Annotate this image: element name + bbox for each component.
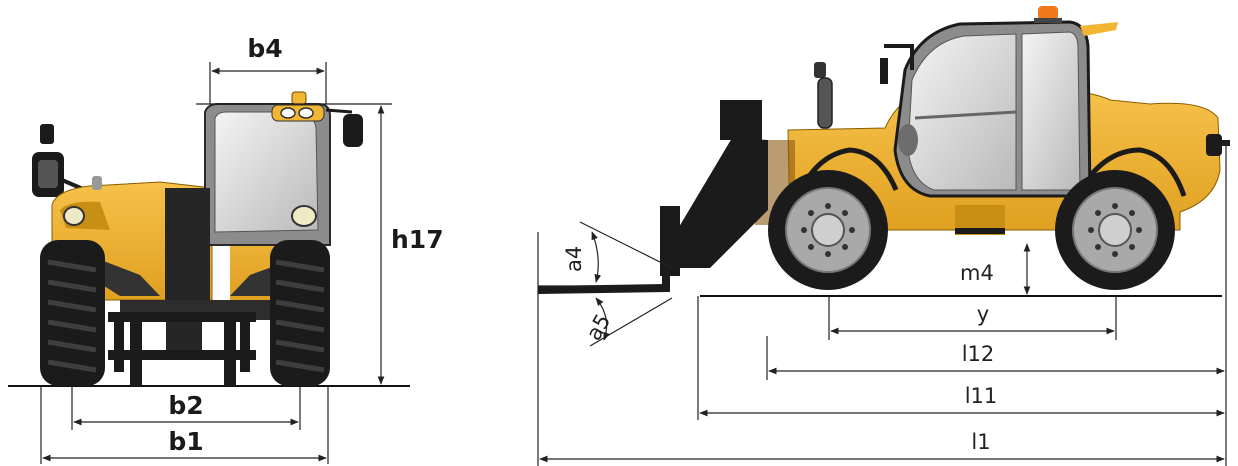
label-b1: b1: [168, 427, 203, 456]
label-a5: a5: [582, 310, 616, 345]
label-b4: b4: [247, 34, 282, 63]
rear-light-icon: [1206, 134, 1230, 156]
side-view: a4 a5 m4 y l12 l11: [537, 6, 1230, 466]
left-mirror-icon: [32, 124, 91, 197]
side-cab: [893, 20, 1092, 198]
front-right-tire: [270, 240, 330, 386]
dim-b4: b4: [209, 34, 327, 104]
label-l1: l1: [971, 430, 990, 454]
dim-l12: l12: [766, 140, 1227, 466]
front-beacon-icon: [291, 91, 307, 105]
side-mirror-icon: [814, 44, 914, 129]
right-mirror-icon: [325, 108, 363, 147]
label-h17: h17: [391, 225, 444, 254]
dim-m4: m4: [960, 243, 1031, 295]
dim-l11: l11: [697, 296, 1225, 420]
label-b2: b2: [168, 391, 203, 420]
side-front-wheel: [768, 170, 888, 290]
dim-l1: l1: [537, 232, 1225, 466]
dim-a5: a5: [582, 297, 673, 347]
side-beacon-icon: [1034, 6, 1062, 23]
front-left-tire: [40, 240, 105, 386]
front-boom: [165, 188, 210, 320]
label-l12: l12: [962, 342, 995, 366]
label-a4: a4: [562, 246, 586, 272]
front-view: b4 h17 b2 b1: [8, 34, 444, 464]
dim-y: y: [828, 296, 1117, 340]
label-y: y: [977, 302, 989, 326]
label-m4: m4: [960, 261, 994, 285]
label-l11: l11: [965, 384, 998, 408]
side-rear-wheel: [1055, 170, 1175, 290]
dim-b1: b1: [40, 386, 329, 464]
dim-h17: h17: [196, 103, 444, 385]
dim-a4: a4: [538, 221, 677, 287]
dim-b2: b2: [71, 386, 301, 430]
fork-carriage: [108, 312, 256, 386]
